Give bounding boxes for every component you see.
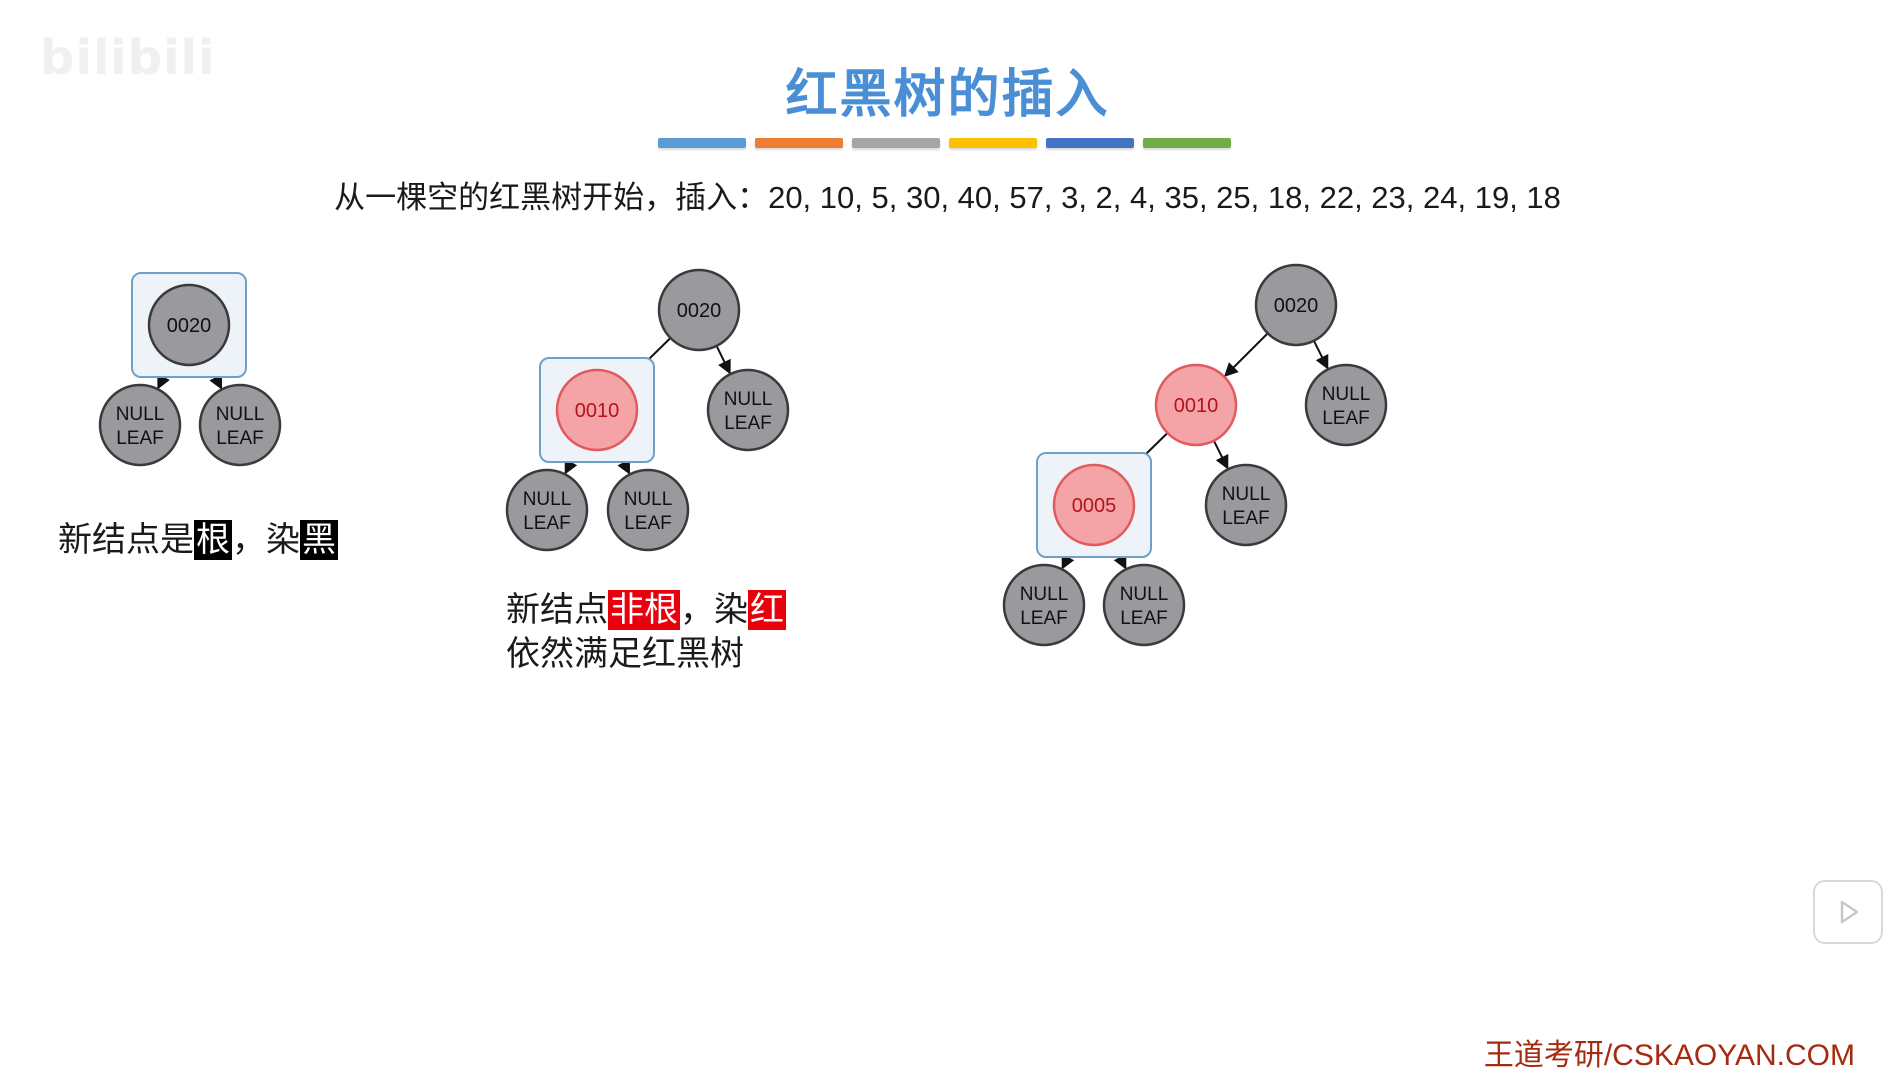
bilibili-watermark: bilibili bbox=[40, 30, 216, 86]
tree-node-label: NULL bbox=[216, 404, 265, 425]
tree-3-edge-1 bbox=[1224, 332, 1269, 377]
tree-3-node-1: 0020 bbox=[1254, 263, 1338, 347]
caption-nonroot-highlight-nonroot: 非根 bbox=[608, 590, 680, 630]
tree-node-circle bbox=[98, 383, 182, 467]
tree-node-label: NULL bbox=[724, 389, 773, 410]
caption-nonroot-text-c: ，染 bbox=[680, 590, 748, 630]
tree-2-node-1: 0020 bbox=[657, 268, 741, 352]
tree-3-node-5: NULL LEAF bbox=[1204, 463, 1288, 547]
tree-node-circle bbox=[1154, 363, 1238, 447]
accent-bar-6 bbox=[1143, 138, 1231, 148]
tree-2-node-3: NULL LEAF bbox=[706, 368, 790, 452]
play-icon bbox=[1840, 900, 1859, 924]
caption-nonroot-highlight-red: 红 bbox=[748, 590, 786, 630]
tree-node-circle bbox=[1052, 463, 1136, 547]
caption-nonroot-text-a: 新结点 bbox=[506, 590, 608, 630]
caption-root-text-a: 新结点是 bbox=[58, 520, 194, 560]
accent-bar-4 bbox=[949, 138, 1037, 148]
tree-1-node-3: NULL LEAF bbox=[198, 383, 282, 467]
tree-node-label: NULL bbox=[1322, 384, 1371, 405]
caption-root-highlight-root: 根 bbox=[194, 520, 232, 560]
slide-title: 红黑树的插入 bbox=[785, 65, 1110, 125]
tree-1-node-1: 0020 bbox=[147, 283, 231, 367]
tree-node-label: NULL bbox=[1222, 484, 1271, 505]
sequence-prefix: 从一棵空的红黑树开始，插入： bbox=[334, 180, 769, 216]
tree-node-label: LEAF bbox=[523, 513, 571, 534]
footer-brand: 王道考研/CSKAOYAN.COM bbox=[1483, 1039, 1855, 1072]
tree-node-circle bbox=[1304, 363, 1388, 447]
tree-node-label: 0010 bbox=[1174, 395, 1219, 417]
caption-root-text-c: ，染 bbox=[232, 520, 300, 560]
accent-color-bars bbox=[658, 138, 1240, 150]
tree-node-label: NULL bbox=[624, 489, 673, 510]
caption-nonroot: 新结点非根，染红 依然满足红黑树 bbox=[506, 588, 786, 676]
tree-3-node-4: 0005 bbox=[1052, 463, 1136, 547]
tree-node-circle bbox=[706, 368, 790, 452]
tree-3-edge-2 bbox=[1312, 340, 1329, 370]
caption-root-highlight-black: 黑 bbox=[300, 520, 338, 560]
tree-node-label: NULL bbox=[116, 404, 165, 425]
tree-node-label: NULL bbox=[1120, 584, 1169, 605]
tree-2-edge-2 bbox=[715, 345, 731, 375]
tree-node-label: LEAF bbox=[624, 513, 672, 534]
accent-bar-1 bbox=[658, 138, 746, 148]
tree-3-node-3: NULL LEAF bbox=[1304, 363, 1388, 447]
play-button[interactable] bbox=[1813, 880, 1883, 944]
tree-1-node-2: NULL LEAF bbox=[98, 383, 182, 467]
accent-bar-5 bbox=[1046, 138, 1134, 148]
tree-node-label: 0020 bbox=[167, 315, 212, 337]
tree-2-node-2: 0010 bbox=[555, 368, 639, 452]
tree-node-circle bbox=[657, 268, 741, 352]
accent-bar-2 bbox=[755, 138, 843, 148]
tree-node-label: LEAF bbox=[1322, 408, 1370, 429]
caption-root: 新结点是根，染黑 bbox=[58, 518, 338, 562]
tree-node-circle bbox=[1102, 563, 1186, 647]
tree-2-node-5: NULL LEAF bbox=[606, 468, 690, 552]
tree-3-node-7: NULL LEAF bbox=[1102, 563, 1186, 647]
tree-node-label: NULL bbox=[523, 489, 572, 510]
tree-3-node-2: 0010 bbox=[1154, 363, 1238, 447]
insertion-sequence: 从一棵空的红黑树开始，插入：20, 10, 5, 30, 40, 57, 3, … bbox=[0, 172, 1895, 217]
tree-node-circle bbox=[606, 468, 690, 552]
tree-node-label: 0020 bbox=[677, 300, 722, 322]
tree-node-label: LEAF bbox=[724, 413, 772, 434]
tree-node-circle bbox=[1204, 463, 1288, 547]
tree-node-label: 0020 bbox=[1274, 295, 1319, 317]
tree-node-label: LEAF bbox=[1120, 608, 1168, 629]
tree-node-circle bbox=[198, 383, 282, 467]
tree-node-circle bbox=[1254, 263, 1338, 347]
tree-node-label: 0010 bbox=[575, 400, 620, 422]
tree-node-circle bbox=[147, 283, 231, 367]
tree-node-label: LEAF bbox=[1020, 608, 1068, 629]
sequence-numbers: 20, 10, 5, 30, 40, 57, 3, 2, 4, 35, 25, … bbox=[768, 180, 1561, 215]
tree-node-label: NULL bbox=[1020, 584, 1069, 605]
accent-bar-3 bbox=[852, 138, 940, 148]
tree-node-circle bbox=[555, 368, 639, 452]
tree-2-node-4: NULL LEAF bbox=[505, 468, 589, 552]
caption-nonroot-line2: 依然满足红黑树 bbox=[506, 634, 744, 674]
tree-node-circle bbox=[505, 468, 589, 552]
tree-node-label: LEAF bbox=[116, 428, 164, 449]
tree-3-node-6: NULL LEAF bbox=[1002, 563, 1086, 647]
tree-3-edge-4 bbox=[1212, 440, 1229, 470]
tree-node-label: LEAF bbox=[1222, 508, 1270, 529]
tree-node-label: LEAF bbox=[216, 428, 264, 449]
tree-node-circle bbox=[1002, 563, 1086, 647]
tree-node-label: 0005 bbox=[1072, 495, 1117, 517]
